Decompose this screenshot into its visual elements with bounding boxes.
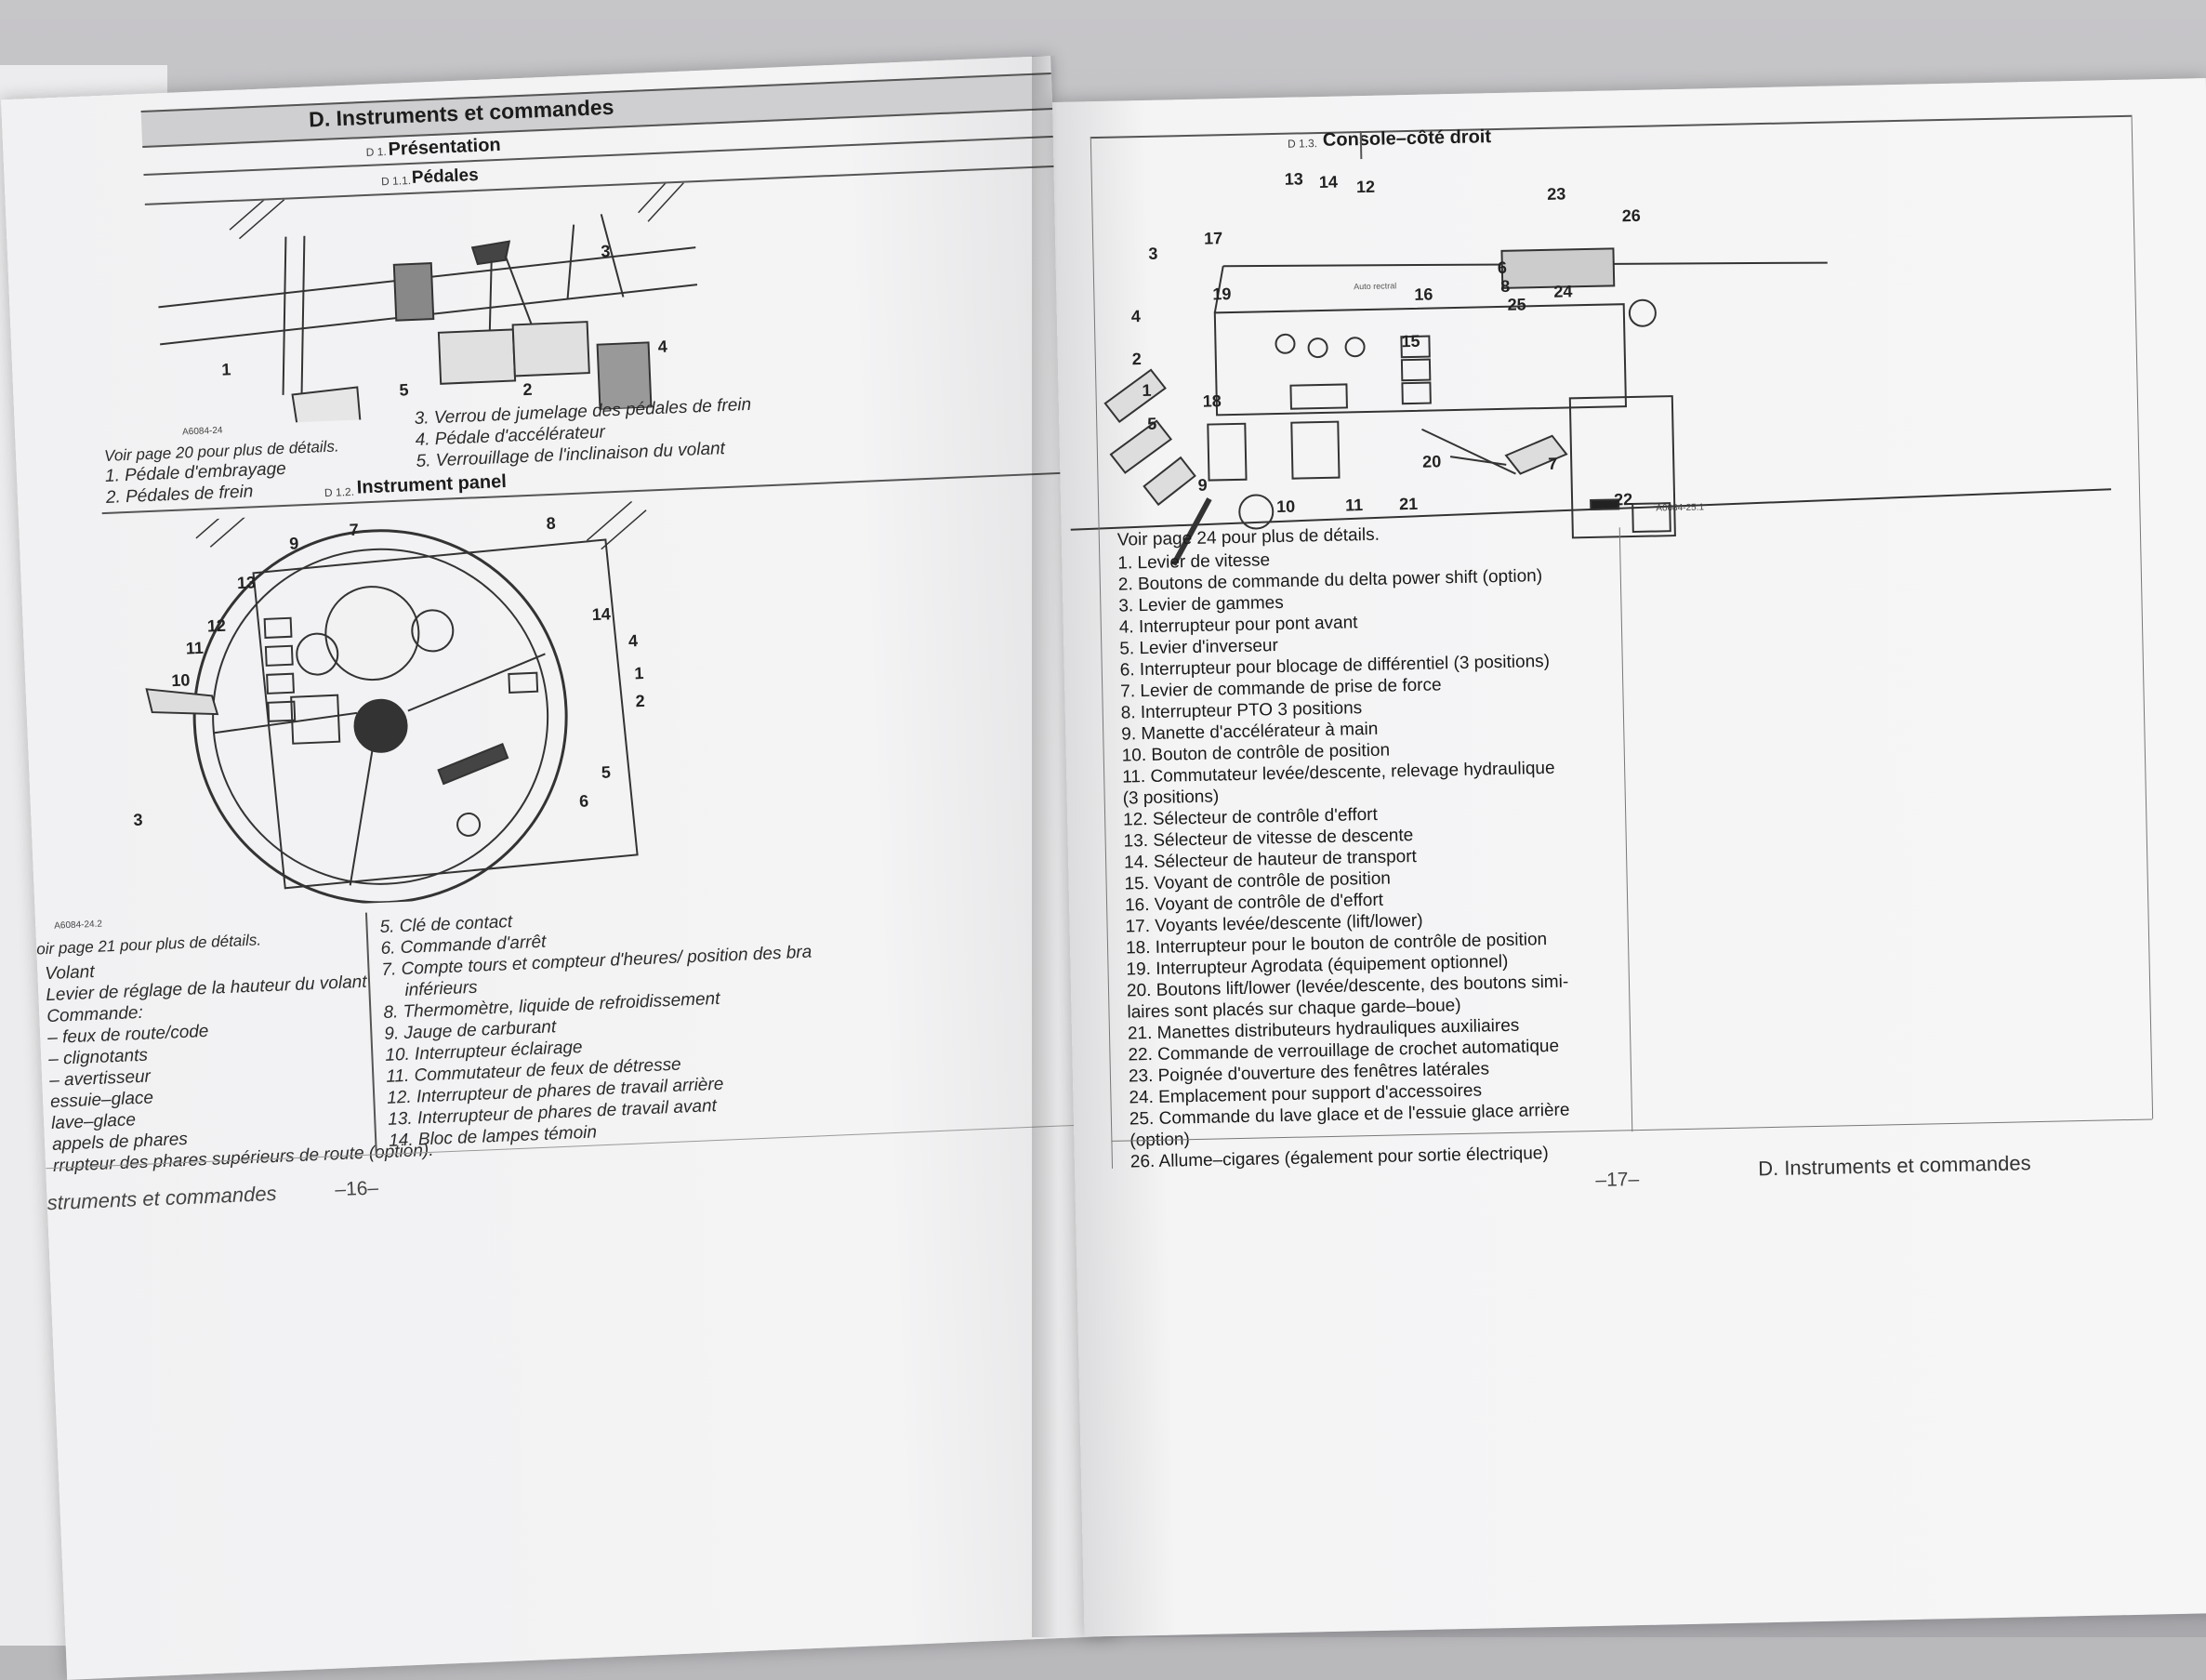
callout-label: 3	[1148, 244, 1158, 263]
callout-label: 5	[1147, 414, 1157, 433]
callout-label: 13	[1284, 169, 1304, 189]
panel-text: Auto rectral	[1354, 281, 1397, 292]
callout-label: 12	[206, 615, 227, 636]
callout-label: 1	[220, 360, 231, 379]
instrument-panel-diagram	[145, 498, 647, 905]
callout-label: 23	[1546, 184, 1566, 204]
callout-label: 6	[1497, 258, 1508, 278]
callout-label: 24	[1553, 282, 1573, 301]
callout-label: 20	[1421, 452, 1442, 471]
footer-title: D. Instruments et commandes	[1757, 1151, 2031, 1181]
page-number: –16–	[334, 1177, 379, 1201]
callout-label: 10	[170, 670, 191, 691]
callout-label: 9	[288, 534, 299, 553]
panel-items-right: 5. Clé de contact 6. Commande d'arrêt 7.…	[379, 899, 819, 1152]
subsection-number: D 1.2.	[324, 484, 355, 500]
subsection-number: D 1.1.	[380, 173, 412, 189]
callout-label: 11	[185, 638, 205, 658]
callout-label: 8	[1500, 276, 1511, 296]
figure-code: A6084-24.2	[54, 919, 103, 932]
callout-label: 18	[1202, 391, 1222, 411]
figure-code: A6084-25.1	[1656, 502, 1705, 514]
pedal-items-left: 1. Pédale d'embrayage 2. Pédales de frei…	[105, 458, 288, 509]
figure-code: A6084-24	[181, 425, 223, 438]
callout-label: 4	[657, 337, 668, 356]
callout-label: 7	[1548, 454, 1558, 473]
callout-label: 5	[601, 762, 612, 782]
subsection-title: Pédales	[411, 165, 480, 188]
callout-label: 14	[591, 604, 612, 625]
callout-label: 1	[1142, 380, 1152, 401]
callout-label: 2	[1131, 350, 1143, 369]
callout-label: 5	[399, 380, 409, 400]
pedals-diagram	[158, 180, 698, 430]
callout-label: 3	[600, 242, 611, 261]
callout-label: 15	[1401, 331, 1420, 351]
callout-label: 10	[1275, 496, 1296, 517]
callout-label: 6	[578, 791, 589, 811]
callout-label: 1	[634, 663, 644, 683]
callout-label: 21	[1398, 494, 1419, 514]
callout-label: 2	[522, 379, 533, 400]
section-number: D 1.	[365, 145, 387, 159]
callout-label: 7	[349, 520, 360, 540]
pedal-items-right: 3. Verrou de jumelage des pédales de fre…	[414, 394, 753, 472]
callout-label: 22	[1613, 490, 1633, 509]
callout-label: 19	[1212, 284, 1232, 304]
console-items: 1. Levier de vitesse 2. Boutons de comma…	[1117, 544, 1572, 1173]
callout-label: 9	[1197, 475, 1208, 495]
subsection-number: D 1.3.	[1287, 137, 1318, 151]
callout-label: 25	[1507, 295, 1526, 314]
callout-label: 2	[635, 691, 646, 711]
callout-label: 16	[1414, 284, 1433, 304]
callout-label: 13	[236, 573, 257, 593]
section-title: Présentation	[388, 134, 502, 160]
callout-label: 26	[1621, 205, 1641, 226]
callout-label: 11	[1344, 496, 1364, 515]
callout-label: 4	[1130, 307, 1142, 326]
callout-label: 8	[546, 513, 557, 534]
callout-label: 17	[1203, 229, 1223, 248]
page-number: –17–	[1595, 1169, 1640, 1192]
callout-label: 12	[1355, 177, 1376, 197]
left-page: D. Instruments et commandes D 1. Présent…	[0, 56, 1117, 1680]
subsection-title: Instrument panel	[356, 470, 508, 498]
book-gutter	[1032, 56, 1069, 1637]
column-divider	[1618, 527, 1633, 1132]
frame-right	[2131, 114, 2154, 1119]
footer-title: struments et commandes	[46, 1181, 278, 1215]
right-page: D 1.3. Console–côté droit	[1052, 78, 2206, 1637]
callout-label: 4	[627, 631, 639, 651]
subsection-title: Console–côté droit	[1322, 126, 1492, 151]
console-diagram	[1070, 247, 2112, 566]
rule	[1090, 114, 2132, 139]
callout-label: 14	[1318, 172, 1339, 192]
callout-label: 3	[133, 810, 143, 830]
